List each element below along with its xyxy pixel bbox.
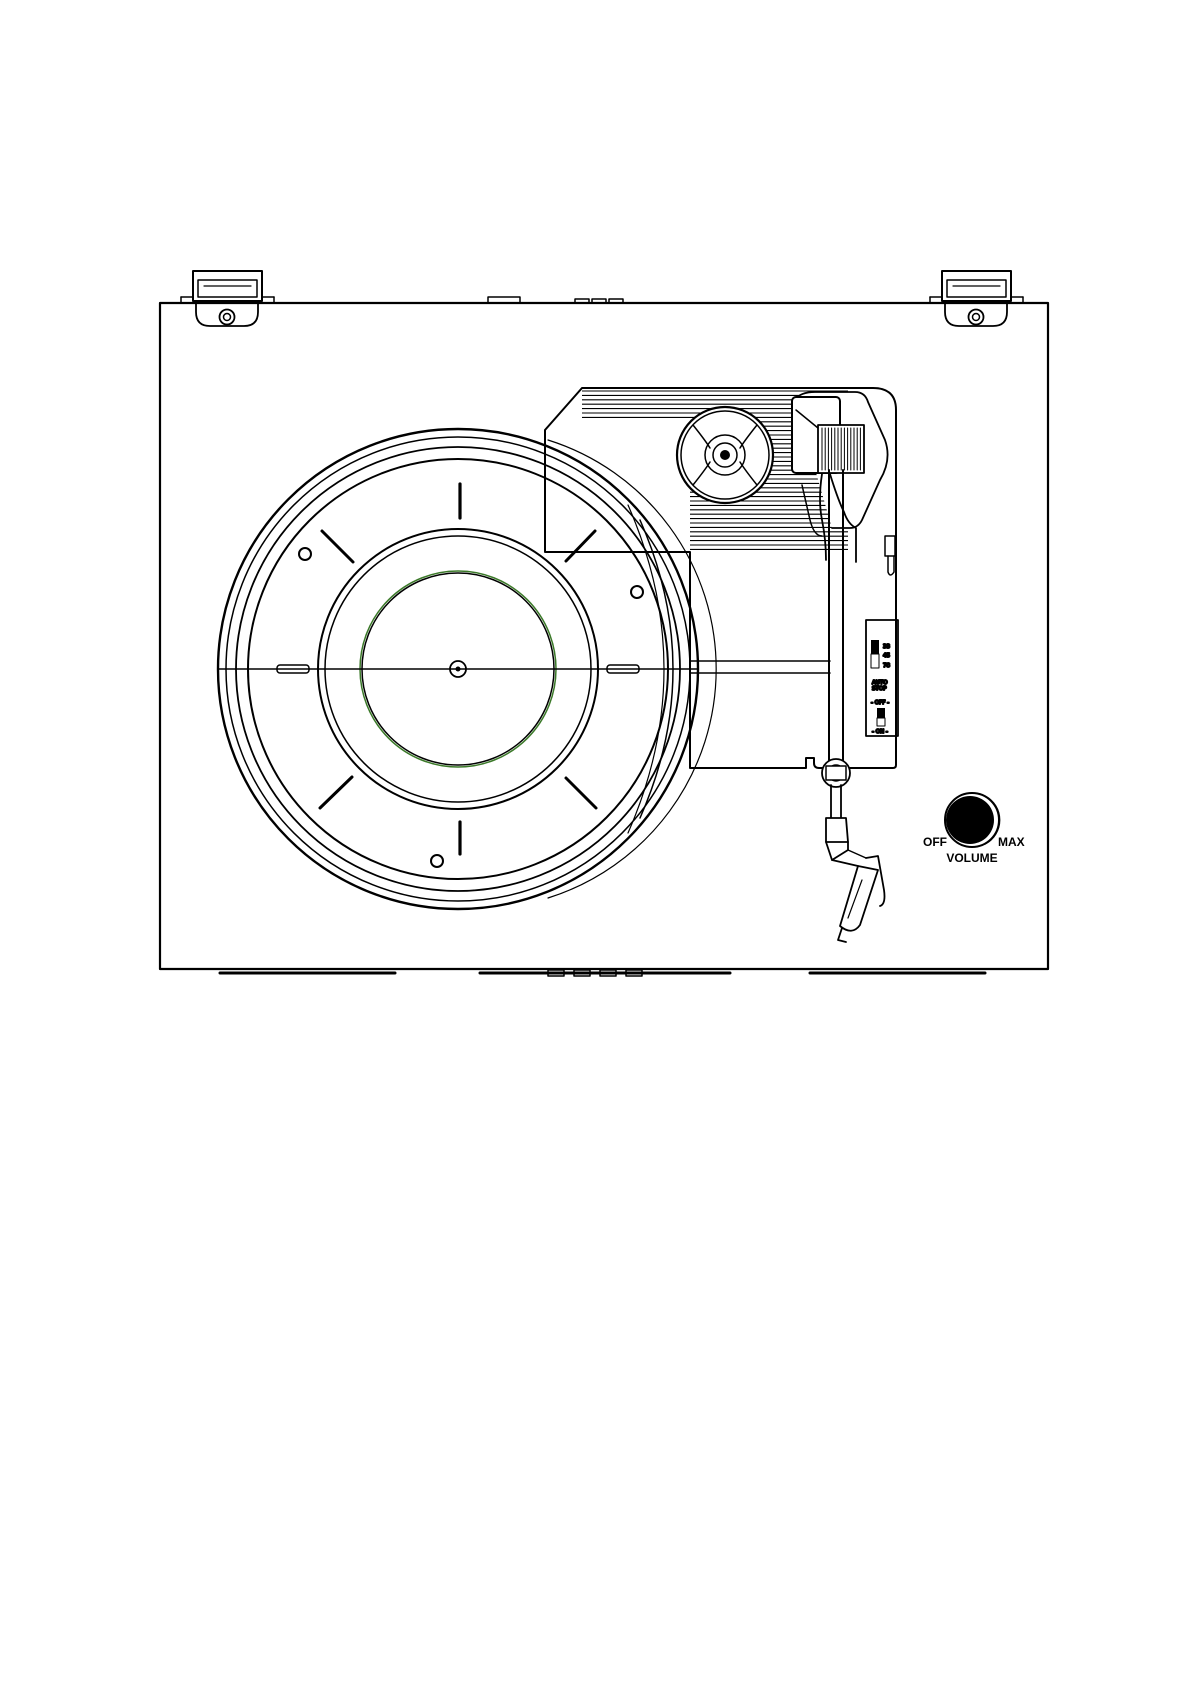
auto-stop-label-2: STOP <box>872 686 887 692</box>
turntable-base <box>160 303 1048 969</box>
volume-min-label: OFF <box>923 835 947 849</box>
base-bottom-strips <box>220 970 985 976</box>
volume-label: VOLUME <box>946 851 997 865</box>
turntable-platter-icon <box>218 429 716 909</box>
speed-label-45: 45 <box>883 653 890 659</box>
control-panel: 33 45 78 AUTO STOP - OFF - - ON - <box>866 620 898 736</box>
volume-knob-icon[interactable] <box>945 793 1000 847</box>
tonearm-rest-post <box>677 407 773 503</box>
auto-stop-switch[interactable] <box>877 708 885 726</box>
auto-stop-off-label: - OFF - <box>871 700 889 706</box>
speed-label-78: 78 <box>883 663 890 669</box>
speed-label-33: 33 <box>883 644 890 650</box>
hinge-right <box>930 271 1023 326</box>
auto-stop-on-label: - ON - <box>872 729 888 735</box>
volume-max-label: MAX <box>998 835 1025 849</box>
cue-lever[interactable] <box>885 536 895 575</box>
speed-switch[interactable] <box>871 640 879 668</box>
hinge-left <box>181 271 274 326</box>
